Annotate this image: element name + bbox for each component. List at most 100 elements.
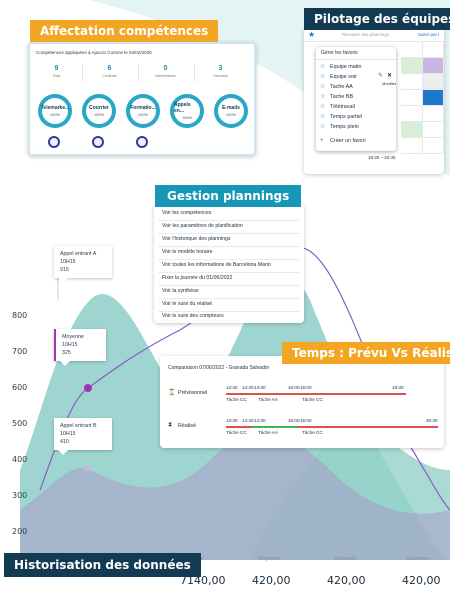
time-label: 16:00 <box>288 418 300 423</box>
time-label: 18:30 <box>392 385 404 390</box>
plus-icon: + <box>320 138 324 144</box>
time-label: 13:30 <box>226 418 238 423</box>
task-label: Tâche CC <box>226 397 247 402</box>
stat-maximum-value: 420,00 <box>402 574 441 587</box>
menu-item-historique[interactable]: Voir l'historique des plannings <box>162 236 231 242</box>
realise-label: Réalisé <box>178 423 196 429</box>
task-label: Tâche CC <box>302 430 323 435</box>
stat-total-value: 7140,00 <box>180 574 226 587</box>
copy-plannings-link[interactable]: Recopier des plannings <box>342 32 390 37</box>
bar-prev-cc2 <box>298 393 406 395</box>
saisir-link[interactable]: Saisir par l <box>418 32 440 37</box>
favorite-item[interactable]: ☆Tache BB <box>320 93 354 101</box>
modify-tooltip: Modifier <box>382 81 397 86</box>
time-label: 14:30 <box>242 385 254 390</box>
time-label: 14:30 <box>254 385 266 390</box>
menu-item-competences[interactable]: Voir les compétences <box>162 210 212 216</box>
favorite-item[interactable]: ☆Télétravail <box>320 103 355 111</box>
skill-ring[interactable]: Formatio...100% <box>126 94 160 128</box>
hourglass-done-icon: ⧗ <box>168 422 173 428</box>
time-label: 20:30 <box>426 418 438 423</box>
menu-item-suivi-realise[interactable]: Voir le suivi du réalisé <box>162 301 213 307</box>
level-badge-icon <box>92 136 104 148</box>
stat-minimum-label: Minimum <box>334 556 357 562</box>
bar-prev-cc <box>226 393 252 395</box>
star-outline-icon[interactable]: ☆ <box>320 64 326 70</box>
pilotage-title: Pilotage des équipes <box>304 8 450 30</box>
task-label: Tâche CC <box>226 430 247 435</box>
delete-x-icon[interactable]: ✕ <box>387 73 393 79</box>
favorites-star-icon[interactable]: ★ <box>308 30 316 39</box>
gestion-menu: Voir les compétences Voir les paramètres… <box>154 203 304 323</box>
menu-item-synthese[interactable]: Voir la synthèse <box>162 288 199 294</box>
stat-moyenne-label: Moyenne <box>258 556 281 562</box>
temps-title: Temps : Prévu Vs Réalisé <box>282 342 450 364</box>
bar-prev-aa <box>252 393 298 395</box>
favorite-item[interactable]: ☆Temps plein <box>320 123 359 131</box>
menu-item-informations[interactable]: Voir toutes les informations de Barcelon… <box>162 262 271 268</box>
bar-real-cc2 <box>298 426 438 428</box>
y-tick: 500 <box>12 419 28 428</box>
favorites-menu: Gérer les favoris ☆Equipe matin ☆Equipe … <box>316 47 396 151</box>
task-label: Tâche AA <box>258 397 278 402</box>
series-purple-area <box>20 434 450 560</box>
time-label: 14:30 <box>242 418 254 423</box>
favorite-item[interactable]: ☆Tache AA <box>320 83 353 91</box>
hourglass-icon: ⌛ <box>168 390 176 396</box>
star-outline-icon[interactable]: ☆ <box>320 104 326 110</box>
historisation-title: Historisation des données <box>4 553 201 577</box>
skill-ring[interactable]: Telemarke...100% <box>38 94 72 128</box>
previsionnel-label: Prévisionnel <box>178 390 208 396</box>
menu-item-modele-horaire[interactable]: Voir le modèle horaire <box>162 249 213 255</box>
affectation-panel: Compétences appliquées à Ajaccio Corinne… <box>28 42 256 156</box>
bar-real-aa <box>252 426 298 428</box>
level-badge-icon <box>136 136 148 148</box>
star-outline-icon[interactable]: ☆ <box>320 124 326 130</box>
affectation-subtitle: Compétences appliquées à Ajaccio Corinne… <box>36 50 152 55</box>
menu-item-parametres[interactable]: Voir les paramètres de planification <box>162 223 243 229</box>
y-tick: 800 <box>12 311 28 320</box>
time-label: 16:00 <box>300 385 312 390</box>
manage-favorites-header[interactable]: Gérer les favoris <box>316 47 396 60</box>
time-label: 16:00 <box>288 385 300 390</box>
y-tick: 600 <box>12 383 28 392</box>
gestion-title: Gestion plannings <box>155 185 302 207</box>
favorite-item[interactable]: ☆Temps partiel <box>320 113 363 121</box>
planning-grid <box>401 42 444 154</box>
time-label: 14:30 <box>254 418 266 423</box>
y-tick: 700 <box>12 347 28 356</box>
time-range: 18:30 – 22:45 <box>368 155 396 160</box>
stat-minimum-value: 420,00 <box>327 574 366 587</box>
menu-item-suivi-compteurs[interactable]: Voir le suivi des compteurs <box>162 313 224 319</box>
task-label: Tâche AA <box>258 430 278 435</box>
edit-pencil-icon[interactable]: ✎ <box>378 73 384 79</box>
star-outline-icon[interactable]: ☆ <box>320 84 326 90</box>
stat-moyenne-value: 420,00 <box>252 574 291 587</box>
temps-subtitle: Comparaison 07/06/2022 - Granada Salvado… <box>168 365 270 371</box>
star-outline-icon[interactable]: ☆ <box>320 94 326 100</box>
time-label: 13:30 <box>226 385 238 390</box>
temps-panel: Comparaison 07/06/2022 - Granada Salvado… <box>160 356 444 448</box>
favorite-item[interactable]: ☆Equipe soir <box>320 73 357 81</box>
star-outline-icon[interactable]: ☆ <box>320 114 326 120</box>
star-outline-icon[interactable]: ☆ <box>320 74 326 80</box>
create-favorite-button[interactable]: +Créer un favori <box>320 138 366 144</box>
affectation-title: Affectation compétences <box>30 20 219 42</box>
skill-ring[interactable]: Appels en...100% <box>170 94 204 128</box>
task-label: Tâche CC <box>302 397 323 402</box>
level-badge-icon <box>48 136 60 148</box>
favorite-item[interactable]: ☆Equipe matin <box>320 63 362 71</box>
menu-item-fixer-journee[interactable]: Fixer la journée du 01/06/2022 <box>162 275 233 281</box>
moyenne-marker <box>84 384 92 392</box>
y-tick: 300 <box>12 491 28 500</box>
appel-b-marker <box>84 465 90 471</box>
